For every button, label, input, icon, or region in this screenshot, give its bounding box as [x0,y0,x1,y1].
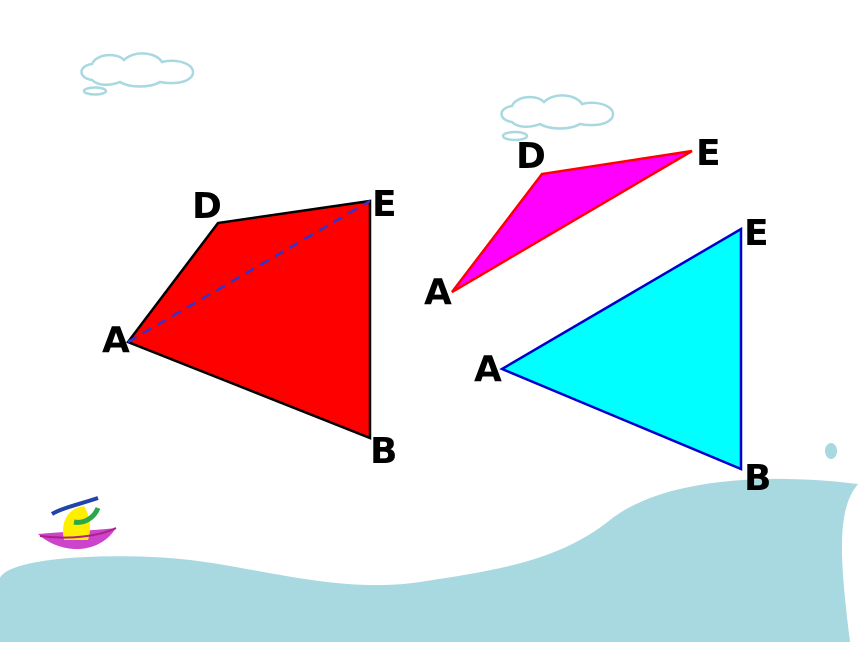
boat-icon [38,496,117,550]
diagonal-ae [127,199,371,344]
sea-wave [0,478,858,642]
triangle-ade-shape [451,149,693,294]
vertex-label-e: E [744,213,769,254]
triangle-aeb: A E B [474,213,771,499]
quadrilateral-adeb: A D E B [102,184,397,472]
cloud-icon [80,52,195,96]
vertex-label-b: B [744,458,771,499]
triangle-aeb-shape [499,226,743,471]
vertex-label-e: E [372,184,397,225]
vertex-label-a: A [424,272,452,313]
droplet-icon [825,443,837,459]
vertex-label-b: B [370,431,397,472]
vertex-label-a: A [102,320,130,361]
vertex-label-e: E [696,133,721,174]
vertex-label-d: D [192,186,222,227]
vertex-label-d: D [516,136,546,177]
triangle-ade: A D E [424,133,721,313]
cloud-icon [500,94,615,142]
vertex-label-a: A [474,349,502,390]
